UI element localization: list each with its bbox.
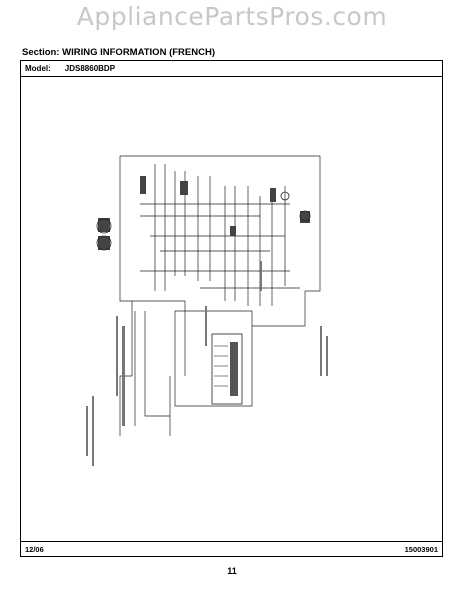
section-heading: Section: WIRING INFORMATION (FRENCH) — [22, 47, 215, 58]
annotation-block-left — [122, 326, 125, 426]
connector-block-7 — [300, 211, 310, 223]
wire-mid-bus — [132, 300, 186, 376]
connector-block-6 — [270, 188, 276, 202]
annotation-block-right — [326, 336, 328, 376]
connector-block-2 — [98, 236, 110, 250]
annotation-block-mid — [260, 261, 262, 291]
document-number: 15003901 — [404, 545, 438, 554]
wire-lower-left-2 — [144, 311, 170, 417]
connector-block-3 — [140, 176, 146, 194]
annotation-block-left — [86, 406, 88, 456]
model-number: JDS8860BDP — [64, 64, 116, 73]
section-label: Section: — [22, 47, 60, 58]
document-frame: Model: JDS8860BDP 12/06 15003901 — [20, 60, 443, 557]
annotation-block-right — [320, 326, 322, 376]
model-line: Model: JDS8860BDP — [25, 64, 115, 73]
wire-lower-right — [252, 291, 306, 327]
connector-block-5 — [230, 226, 236, 236]
revision-date: 12/06 — [25, 545, 44, 554]
annotation-block-mid — [205, 306, 207, 346]
page-number: 11 — [227, 566, 237, 576]
annotation-block-left — [116, 316, 118, 396]
watermark-logo: AppliancePartsPros.com — [76, 2, 388, 31]
control-board-bar — [230, 342, 238, 396]
model-label: Model: — [25, 64, 51, 73]
connector-block-4 — [180, 181, 188, 195]
wire-lower-loop — [174, 310, 253, 407]
terminal-ring-3 — [299, 210, 311, 222]
annotation-block-left — [92, 396, 94, 466]
section-title: WIRING INFORMATION (FRENCH) — [62, 47, 215, 58]
wire-outer-loop — [119, 156, 133, 436]
connector-block-1 — [98, 218, 110, 232]
wire-top-bus — [120, 155, 321, 176]
footer-divider — [21, 541, 442, 542]
terminal-ring-1 — [96, 218, 112, 234]
wire-right-bus — [305, 176, 321, 292]
header-divider — [21, 76, 442, 77]
terminal-ring-4 — [280, 191, 290, 201]
terminal-ring-2 — [96, 235, 112, 251]
wiring-diagram — [86, 155, 328, 466]
